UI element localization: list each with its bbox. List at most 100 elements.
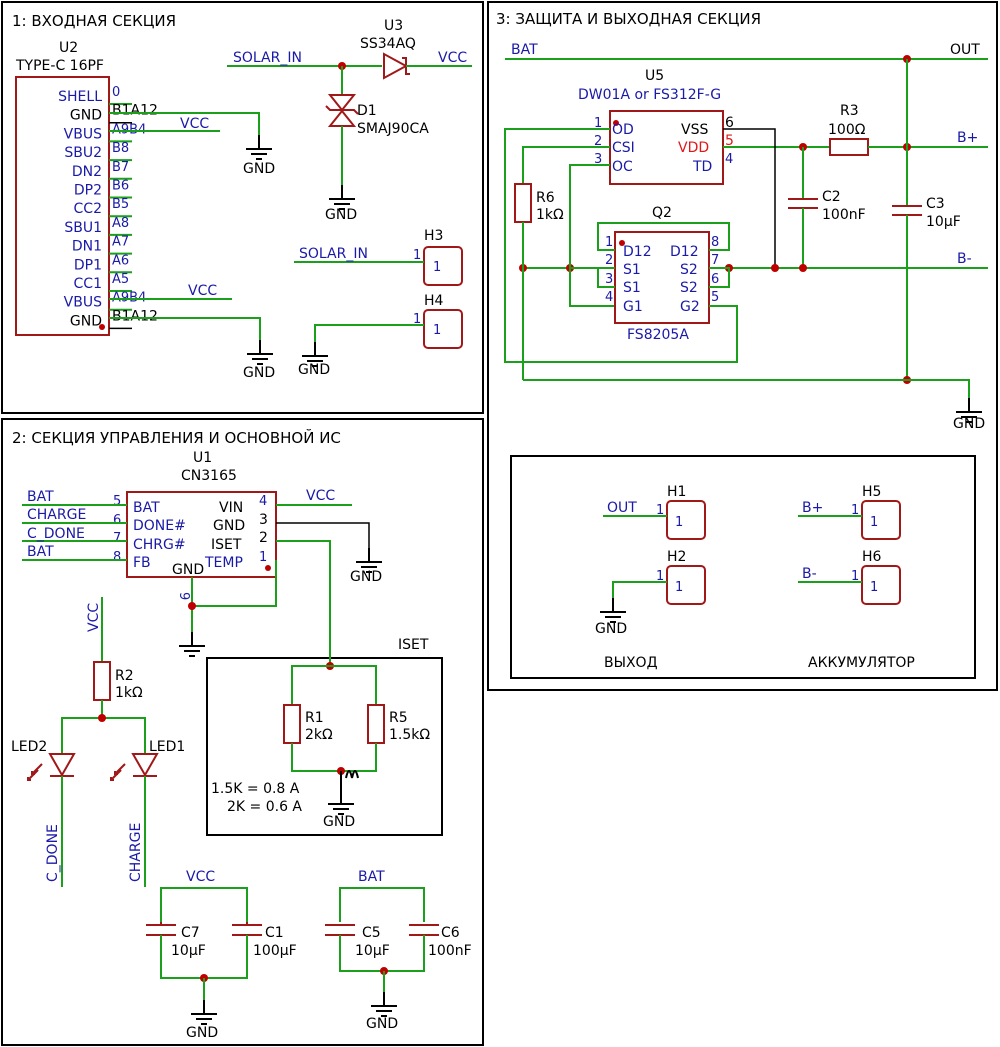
h3-ref: H3 <box>424 228 443 244</box>
capacitor-c1: C1 100µF <box>232 924 297 959</box>
u5-pin-vss: VSS <box>681 122 708 138</box>
r5-body <box>367 704 385 744</box>
protection-gnd-label: GND <box>953 416 985 432</box>
u2-pin-labels: SHELLGNDVBUSSBU2DN2DP2CC2SBU1DN1DP1CC1VB… <box>58 89 102 329</box>
ic-u5-dw01a: U5 DW01A or FS312F-G OD CSI OC 1 2 3 VSS… <box>578 68 734 185</box>
resistor-r2: R2 1kΩ <box>93 661 143 701</box>
capacitor-c7: C7 10µF <box>146 924 206 959</box>
u1-pin4-num: 4 <box>259 494 267 509</box>
h1-out-label: OUT <box>607 500 637 516</box>
u2-pin-label: DP2 <box>74 183 102 199</box>
u1-pin6-num: 6 <box>113 513 121 528</box>
c2-ref: C2 <box>822 189 841 205</box>
u5-pin-oc: OC <box>612 159 633 175</box>
c6-ref: C6 <box>441 925 460 941</box>
c7c1-gnd-label: GND <box>186 1025 218 1041</box>
u5-value: DW01A or FS312F-G <box>578 87 721 103</box>
header-h2: H2 1 1 <box>656 549 706 605</box>
c2-value: 100nF <box>822 207 866 223</box>
u1-bat-net-label: BAT <box>27 489 54 505</box>
r2-body <box>93 661 111 701</box>
h6-pin-number: 1 <box>851 569 859 584</box>
u1-pin2-num: 2 <box>259 530 268 546</box>
u2-gnd-bottom-label: GND <box>243 365 275 381</box>
c3-value: 10µF <box>926 214 961 230</box>
u2-pin-number: B5 <box>112 197 129 212</box>
u1-pin-done: DONE# <box>133 518 186 534</box>
resistor-r3: R3 100Ω <box>828 103 869 156</box>
c1-ref: C1 <box>265 925 284 941</box>
q2-body <box>614 231 710 324</box>
c7-ref: C7 <box>181 925 200 941</box>
jumper-link-icon <box>345 770 359 779</box>
r2-vcc-label: VCC <box>86 603 102 632</box>
u5-pin-csi: CSI <box>612 140 635 156</box>
q2-pin1-num: 1 <box>605 235 613 250</box>
h5-pin-label: 1 <box>870 515 878 530</box>
q2-value: FS8205A <box>627 327 689 343</box>
u1-pin-fb: FB <box>133 555 151 571</box>
capacitor-c2: C2 100nF <box>788 189 866 223</box>
q2-pin1-marker <box>619 240 625 246</box>
d1-ref: D1 <box>357 103 377 119</box>
c5-ref: C5 <box>362 925 381 941</box>
h4-pin-number: 1 <box>413 312 421 327</box>
q2-pin8-num: 8 <box>711 235 719 250</box>
u2-pin-label: CC2 <box>74 201 102 217</box>
u5-pin-vdd: VDD <box>678 140 709 156</box>
u2-pin-number: A6 <box>112 253 129 268</box>
q2-pin-g2: G2 <box>680 299 700 315</box>
u1-cdone-net-label: C_DONE <box>27 526 85 542</box>
u2-ref: U2 <box>59 40 78 56</box>
q2-pin-d12-right: D12 <box>670 244 699 260</box>
ic-u1-cn3165: U1 CN3165 BAT DONE# CHRG# FB 5 6 7 8 VIN… <box>113 450 277 600</box>
q2-pin4-num: 4 <box>605 290 613 305</box>
r1-value: 2kΩ <box>305 727 333 743</box>
u2-pin-label: DN1 <box>72 239 102 255</box>
led2-cdone-label: C_DONE <box>45 824 61 882</box>
u1-value: CN3165 <box>181 468 237 484</box>
b-minus-label: B- <box>957 251 972 267</box>
u3-value: SS34AQ <box>360 36 416 52</box>
u5-pin5-num: 5 <box>725 133 734 149</box>
solar-in-label: SOLAR_IN <box>233 50 302 66</box>
output-group-label: ВЫХОД <box>604 655 658 671</box>
c5c6-gnd-label: GND <box>366 1016 398 1032</box>
u2-pin1-marker <box>99 324 105 330</box>
u5-ref: U5 <box>645 68 664 84</box>
r5-ref: R5 <box>389 710 408 726</box>
section-protection-title: 3: ЗАЩИТА И ВЫХОДНАЯ СЕКЦИЯ <box>496 10 761 28</box>
capacitor-c3: C3 10µF <box>892 196 961 230</box>
header-h1: H1 1 1 <box>656 484 706 540</box>
u1-pin-iset: ISET <box>211 537 242 553</box>
bat-rail-label: BAT <box>511 42 538 58</box>
u1-pin-gnd: GND <box>213 518 245 534</box>
u2-pin-label: VBUS <box>64 295 102 311</box>
u1-bat2-net-label: BAT <box>27 544 54 560</box>
h1-ref: H1 <box>667 484 686 500</box>
led-junction <box>98 714 106 722</box>
r2-ref: R2 <box>115 668 134 684</box>
u2-pin-number: A8 <box>112 216 129 231</box>
iset-frame-title: ISET <box>398 637 429 653</box>
r6-ref: R6 <box>536 190 555 206</box>
h5-ref: H5 <box>862 484 881 500</box>
c2-b-minus-junction <box>799 264 807 272</box>
section-input-frame <box>1 1 484 414</box>
r1-body <box>283 704 301 744</box>
u2-pin-number: B1A12 <box>112 103 158 119</box>
q2-pin-s1a: S1 <box>623 262 641 278</box>
h3-solar-in-label: SOLAR_IN <box>299 246 368 262</box>
c1-value: 100µF <box>253 943 297 959</box>
u1-pin9-num: 9 <box>176 592 191 600</box>
u1-pin7-num: 7 <box>113 531 121 546</box>
q2-pin-s1b: S1 <box>623 280 641 296</box>
u2-vcc-bottom-label: VCC <box>188 283 217 299</box>
q2-pin-s2b: S2 <box>680 280 698 296</box>
q2-ref: Q2 <box>652 205 672 221</box>
resistor-r1: R1 2kΩ <box>283 704 333 744</box>
u2-pin-label: VBUS <box>64 126 102 142</box>
u2-body <box>15 76 110 336</box>
h6-pin-label: 1 <box>870 580 878 595</box>
